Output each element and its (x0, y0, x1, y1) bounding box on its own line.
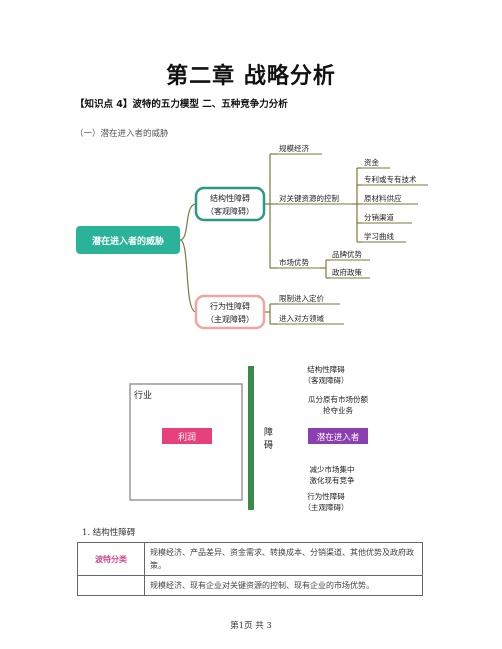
structural-label: 结构性障碍 (307, 364, 345, 374)
behavior-item: 进入对方领域 (279, 313, 324, 323)
behavior-item: 限制进入定价 (279, 293, 324, 303)
classification-table: 波特分类 规模经济、产品差异、资金需求、转换成本、分销渠道、其他优势及政府政策。… (77, 542, 423, 596)
behavioral-barrier-sublabel: （主观障碍） (206, 314, 254, 324)
structural-barrier-sublabel: （客观障碍） (206, 206, 254, 216)
key-resources-label: 对关键资源的控制 (279, 193, 339, 203)
behavioral-sublabel: （主观障碍） (304, 502, 349, 512)
economies-of-scale-label: 规模经济 (279, 143, 309, 153)
page-footer: 第1页 共 3 (230, 621, 272, 631)
behavioral-barrier-node (194, 294, 266, 330)
mindmap-root-label: 潜在进入者的威胁 (92, 235, 164, 247)
structural-effect: 瓜分原有市场份额 (308, 394, 368, 404)
entrant-label: 潜在进入者 (317, 432, 360, 443)
market-item: 政府政策 (332, 267, 362, 277)
threat-mindmap: 潜在进入者的威胁 结构性障碍 （客观障碍） 行为性障碍 （主观障碍） 规模经济 … (76, 143, 428, 330)
barrier-label-char: 碍 (264, 440, 273, 451)
market-advantage-label: 市场优势 (279, 257, 309, 267)
industry-label: 行业 (134, 389, 152, 401)
page-title: 第二章 战略分析 (166, 64, 336, 89)
structural-barrier-label: 结构性障碍 (210, 193, 250, 203)
behavioral-effect: 减少市场集中 (310, 464, 355, 474)
mindmap-root-node (76, 226, 180, 254)
barrier-label-char: 障 (264, 426, 273, 438)
behavioral-label: 行为性障碍 (307, 491, 345, 501)
profit-box (162, 428, 212, 444)
table-empty-cell (77, 575, 145, 596)
table-row: 规模经济、现有企业对关键资源的控制、现有企业的市场优势。 (77, 575, 423, 596)
table-cell: 规模经济、现有企业对关键资源的控制、现有企业的市场优势。 (144, 575, 423, 596)
barrier-wall (248, 366, 254, 510)
resource-item: 原材料供应 (364, 193, 402, 203)
resource-item: 分销渠道 (364, 212, 394, 222)
profit-label: 利润 (178, 431, 196, 443)
entrant-box (308, 428, 368, 444)
structural-sublabel: （客观障碍） (304, 375, 349, 385)
knowledge-point-heading: 【知识点 4】波特的五力模型 二、五种竞争力分析 (75, 99, 288, 110)
table-header-cell: 波特分类 (77, 542, 145, 576)
subsection-heading: （一）潜在进入者的威胁 (75, 129, 169, 139)
table-cell: 规模经济、产品差异、资金需求、转换成本、分销渠道、其他优势及政府政策。 (144, 542, 423, 576)
behavioral-effect: 激化现有竞争 (310, 475, 355, 485)
structural-effect: 抢夺业务 (323, 405, 353, 415)
structural-barrier-node (194, 186, 266, 222)
resource-item: 学习曲线 (364, 231, 394, 241)
table-row: 波特分类 规模经济、产品差异、资金需求、转换成本、分销渠道、其他优势及政府政策。 (77, 542, 423, 576)
resource-item: 专利或专有技术 (364, 174, 417, 184)
section-structural-barrier: 1. 结构性障碍 (82, 528, 136, 538)
resource-item: 资金 (364, 157, 379, 167)
behavioral-barrier-label: 行为性障碍 (210, 301, 250, 311)
entry-barrier-diagram: 行业 利润 障 碍 潜在进入者 结构性障碍 （客观障碍） 瓜分原有市场份额 抢夺… (129, 364, 368, 512)
market-item: 品牌优势 (332, 249, 362, 259)
